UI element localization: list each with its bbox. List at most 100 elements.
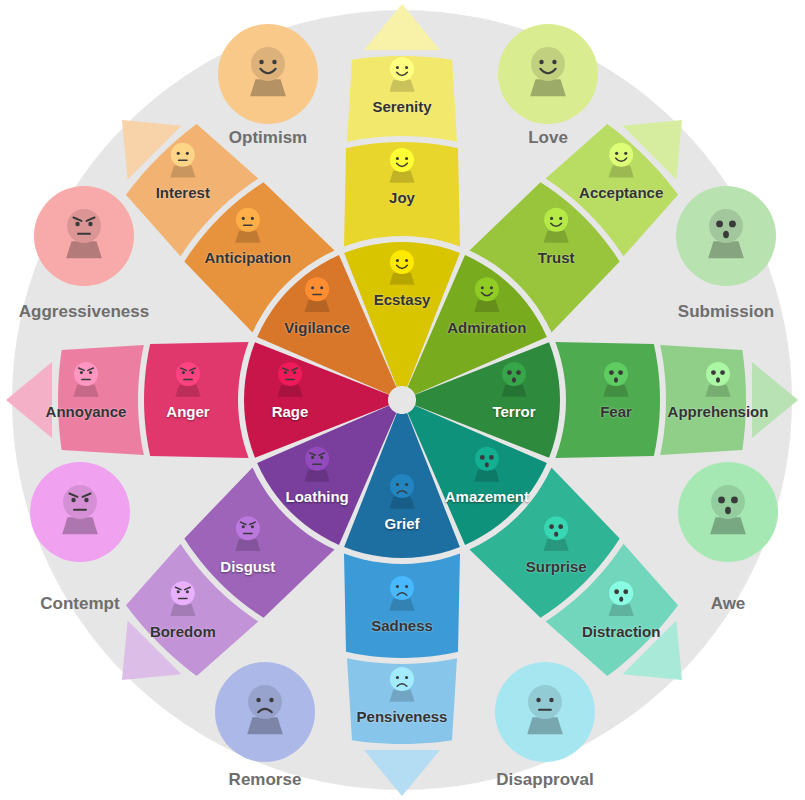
figure-body	[544, 231, 569, 243]
figure-mouth	[179, 598, 187, 600]
emotion-label: Fear	[600, 403, 632, 420]
figure-body	[708, 241, 744, 258]
figure-eye	[320, 286, 323, 289]
emotion-label: Serenity	[372, 98, 431, 115]
emotion-label: Distraction	[582, 623, 660, 640]
dyad-circle: Optimism	[218, 24, 318, 150]
figure-head	[236, 208, 260, 232]
figure-mouth	[260, 69, 275, 73]
figure-brow	[87, 218, 95, 221]
figure-head	[609, 143, 633, 167]
emotion-label: Anger	[166, 403, 209, 420]
dyad-circle: Aggressiveness	[15, 186, 153, 324]
petal-cell	[344, 553, 460, 658]
emotion-label: Sadness	[371, 617, 433, 634]
figure-eye	[559, 217, 562, 220]
petal-cell	[344, 142, 460, 247]
figure-eye	[405, 157, 408, 160]
figure-head	[531, 47, 565, 81]
emotion-label: Admiration	[447, 319, 526, 336]
figure-head	[544, 516, 568, 540]
figure-head	[544, 208, 568, 232]
figure-head	[475, 447, 499, 471]
figure-mouth	[554, 532, 558, 537]
emotion-label: Boredom	[150, 623, 216, 640]
figure-eye	[89, 371, 92, 374]
figure-eye	[624, 152, 627, 155]
figure-body	[474, 470, 499, 482]
figure-mouth	[313, 294, 321, 296]
figure-brow	[250, 522, 256, 524]
figure-body	[389, 599, 414, 611]
figure-head	[604, 362, 628, 386]
figure-mouth	[244, 225, 252, 227]
figure-mouth	[397, 491, 407, 493]
dyad-circle: Remorse	[215, 662, 315, 792]
figure-body	[501, 385, 526, 397]
emotion-petal: Vigilance	[257, 255, 397, 395]
petal-cell	[58, 345, 144, 455]
dyad-circle: Disapproval	[493, 662, 597, 792]
figure-brow	[69, 494, 77, 497]
emotion-petal: Sadness	[344, 553, 460, 658]
figure-head	[390, 667, 414, 691]
figure-head	[609, 581, 633, 605]
dyad-circle: Love	[498, 24, 598, 150]
figure-body	[235, 231, 260, 243]
emotion-petal: Fear	[555, 342, 660, 458]
figure-body	[170, 166, 195, 178]
figure-eye	[549, 524, 554, 529]
figure-mouth	[540, 69, 555, 73]
figure-eye	[75, 222, 79, 226]
figure-eye	[720, 370, 725, 375]
figure-head	[305, 277, 329, 301]
figure-brow	[240, 522, 246, 524]
figure-head	[709, 209, 743, 243]
figure-mouth	[616, 158, 627, 161]
figure-body	[705, 385, 730, 397]
figure-brow	[79, 368, 85, 370]
figure-eye	[311, 456, 314, 459]
figure-body	[609, 166, 634, 178]
figure-eye	[396, 157, 399, 160]
petal-cell	[257, 255, 396, 394]
figure-brow	[319, 453, 325, 455]
figure-brow	[310, 453, 316, 455]
emotion-label: Amazement	[445, 488, 529, 505]
figure-body	[530, 79, 566, 96]
figure-eye	[552, 60, 556, 64]
dyad-label: Awe	[711, 594, 746, 614]
figure-head	[475, 277, 499, 301]
petal-cell	[144, 342, 249, 458]
figure-eye	[182, 371, 185, 374]
figure-body	[527, 717, 563, 734]
figure-eye	[256, 698, 260, 702]
dyad-disc	[30, 462, 130, 562]
figure-eye	[84, 498, 88, 502]
figure-eye	[284, 371, 287, 374]
figure-eye	[718, 497, 725, 504]
emotion-label: Rage	[272, 403, 309, 420]
figure-body	[305, 300, 330, 312]
petal-cell	[347, 56, 457, 142]
emotion-petal: Anger	[144, 342, 249, 458]
figure-mouth	[716, 377, 720, 382]
dyad-label: Aggressiveness	[19, 302, 149, 322]
figure-eye	[405, 585, 408, 588]
emotion-petal: Pensiveness	[347, 658, 458, 796]
dyad-circle: Contempt	[30, 462, 130, 616]
figure-head	[171, 143, 195, 167]
figure-body	[277, 385, 302, 397]
figure-mouth	[539, 709, 551, 711]
figure-mouth	[397, 593, 407, 595]
figure-eye	[490, 286, 493, 289]
figure-body	[66, 241, 102, 258]
figure-mouth	[723, 231, 729, 238]
dyad-disc	[218, 24, 318, 124]
figure-mouth	[481, 293, 492, 296]
figure-eye	[609, 370, 614, 375]
emotion-label: Ecstasy	[374, 291, 431, 308]
figure-brow	[181, 368, 187, 370]
figure-head	[711, 485, 745, 519]
figure-head	[176, 362, 200, 386]
